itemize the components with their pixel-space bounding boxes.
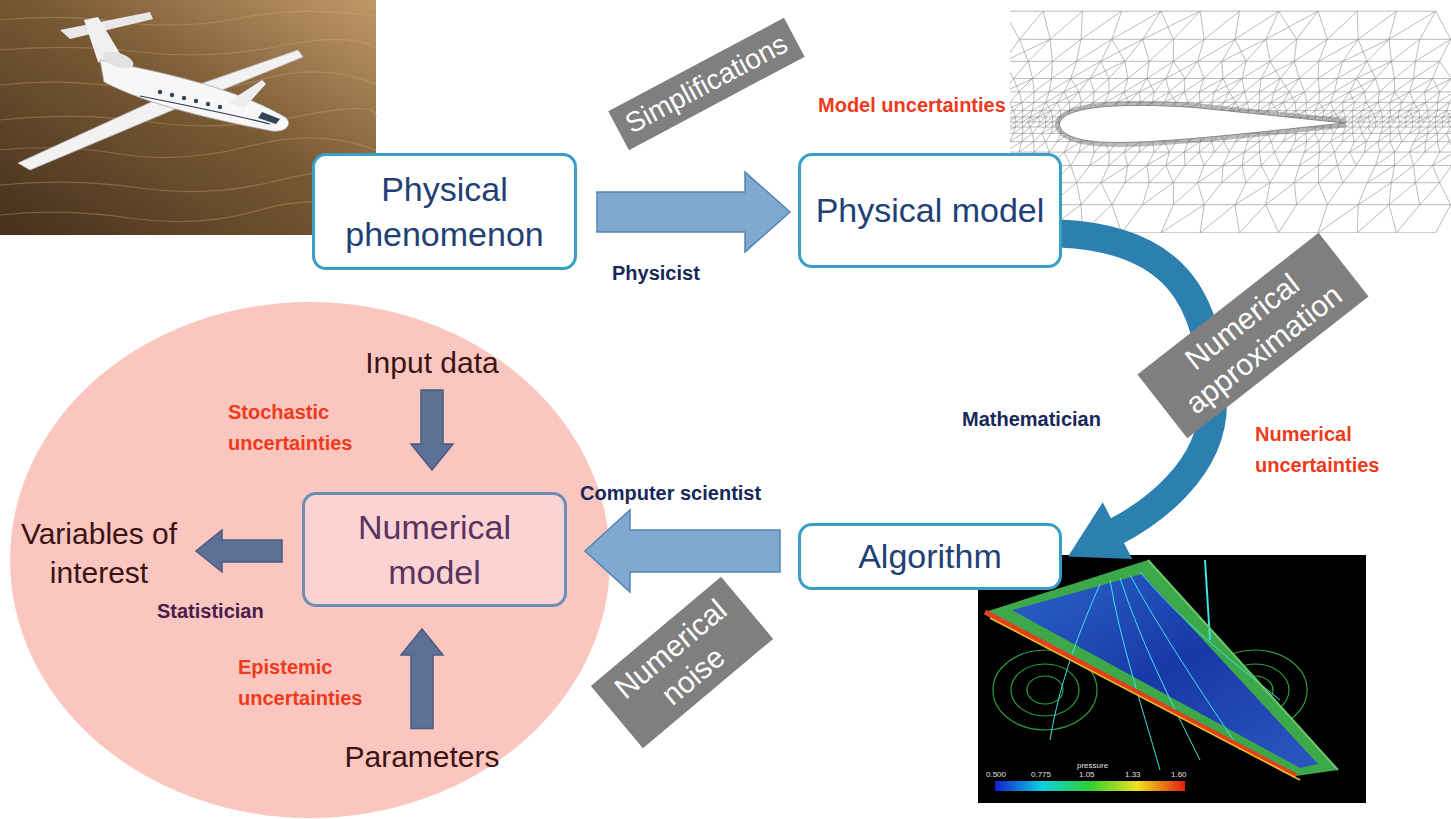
- process-tag: Simplifications: [608, 18, 804, 150]
- node-text: Algorithm: [852, 534, 1008, 578]
- model-box: Numerical model: [302, 492, 567, 607]
- node-text: Physical model: [810, 188, 1051, 232]
- input-text: Parameters: [342, 735, 502, 778]
- edge-label: Statistician: [157, 600, 264, 623]
- flow-arrow: [196, 530, 282, 572]
- colorbar-tick: 0.500: [986, 771, 1006, 779]
- output-text: Variables of interest: [8, 512, 190, 594]
- process-tag: Numerical approximation: [1137, 232, 1368, 437]
- process-box: Algorithm: [798, 523, 1062, 590]
- colorbar-tick: 1.33: [1125, 771, 1141, 779]
- edge-label: Mathematician: [962, 408, 1101, 431]
- node-text: Numerical model: [305, 505, 564, 593]
- colorbar-tick: 1.05: [1079, 771, 1095, 779]
- edge-label: Physicist: [612, 262, 700, 285]
- flow-arrow: [585, 510, 780, 592]
- input-text: Input data: [352, 340, 512, 384]
- colorbar-title: pressure: [1077, 762, 1108, 770]
- edge-label: Stochastic uncertainties: [228, 397, 378, 459]
- process-box: Physical model: [798, 153, 1062, 268]
- colorbar-tick: 1.60: [1171, 771, 1187, 779]
- flow-arrow: [597, 172, 790, 252]
- process-tag: Numerical noise: [591, 576, 773, 747]
- process-box: Physical phenomenon: [312, 153, 577, 270]
- edge-label: Epistemic uncertainties: [238, 652, 388, 714]
- uncertainty-note: Model uncertainties: [815, 90, 1009, 121]
- node-text: Input data: [359, 343, 504, 382]
- pressure-render: [978, 555, 1366, 803]
- node-text: Parameters: [338, 737, 505, 776]
- colorbar-tick: 0.775: [1031, 771, 1051, 779]
- node-text: Physical phenomenon: [315, 167, 574, 255]
- mesh-picture: [1004, 5, 1451, 233]
- flow-arrow: [411, 390, 453, 470]
- flow-arrow: [401, 629, 443, 729]
- edge-label: Computer scientist: [580, 482, 761, 505]
- node-text: Variables of interest: [8, 514, 190, 592]
- uncertainty-note: Numerical uncertainties: [1255, 419, 1445, 481]
